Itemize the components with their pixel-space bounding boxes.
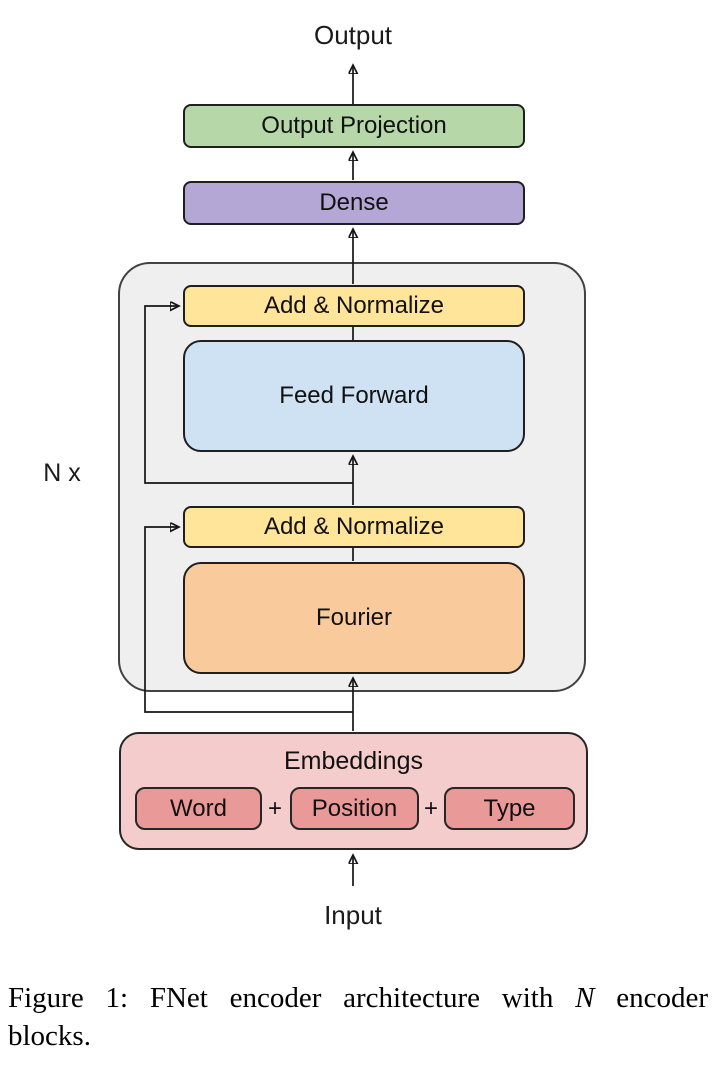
add-normalize-lower-block: Add & Normalize (183, 506, 525, 548)
embeddings-block: Embeddings Word + Position + Type (119, 732, 588, 850)
type-embedding-block: Type (444, 787, 575, 830)
figure-caption: Figure 1: FNet encoder architecture with… (8, 979, 708, 1055)
fourier-block: Fourier (183, 562, 525, 674)
add-normalize-upper-block: Add & Normalize (183, 285, 525, 327)
feed-forward-block: Feed Forward (183, 340, 525, 452)
caption-line-2: blocks. (8, 1020, 91, 1052)
output-projection-block: Output Projection (183, 104, 525, 148)
caption-text-prefix: Figure 1: FNet encoder architecture with (8, 982, 554, 1014)
plus-sign-1: + (267, 794, 282, 822)
output-label: Output (313, 20, 393, 50)
embeddings-label: Embeddings (284, 747, 423, 775)
dense-block: Dense (183, 181, 525, 225)
word-embedding-block: Word (135, 787, 262, 830)
position-embedding-block: Position (290, 787, 419, 830)
caption-line-1: Figure 1: FNet encoder architecture with… (8, 979, 708, 1017)
input-label: Input (324, 900, 382, 930)
caption-math-n: N (575, 982, 595, 1014)
caption-text-suffix: encoder (616, 982, 709, 1014)
plus-sign-2: + (423, 794, 438, 822)
n-times-label: N x (43, 459, 81, 487)
